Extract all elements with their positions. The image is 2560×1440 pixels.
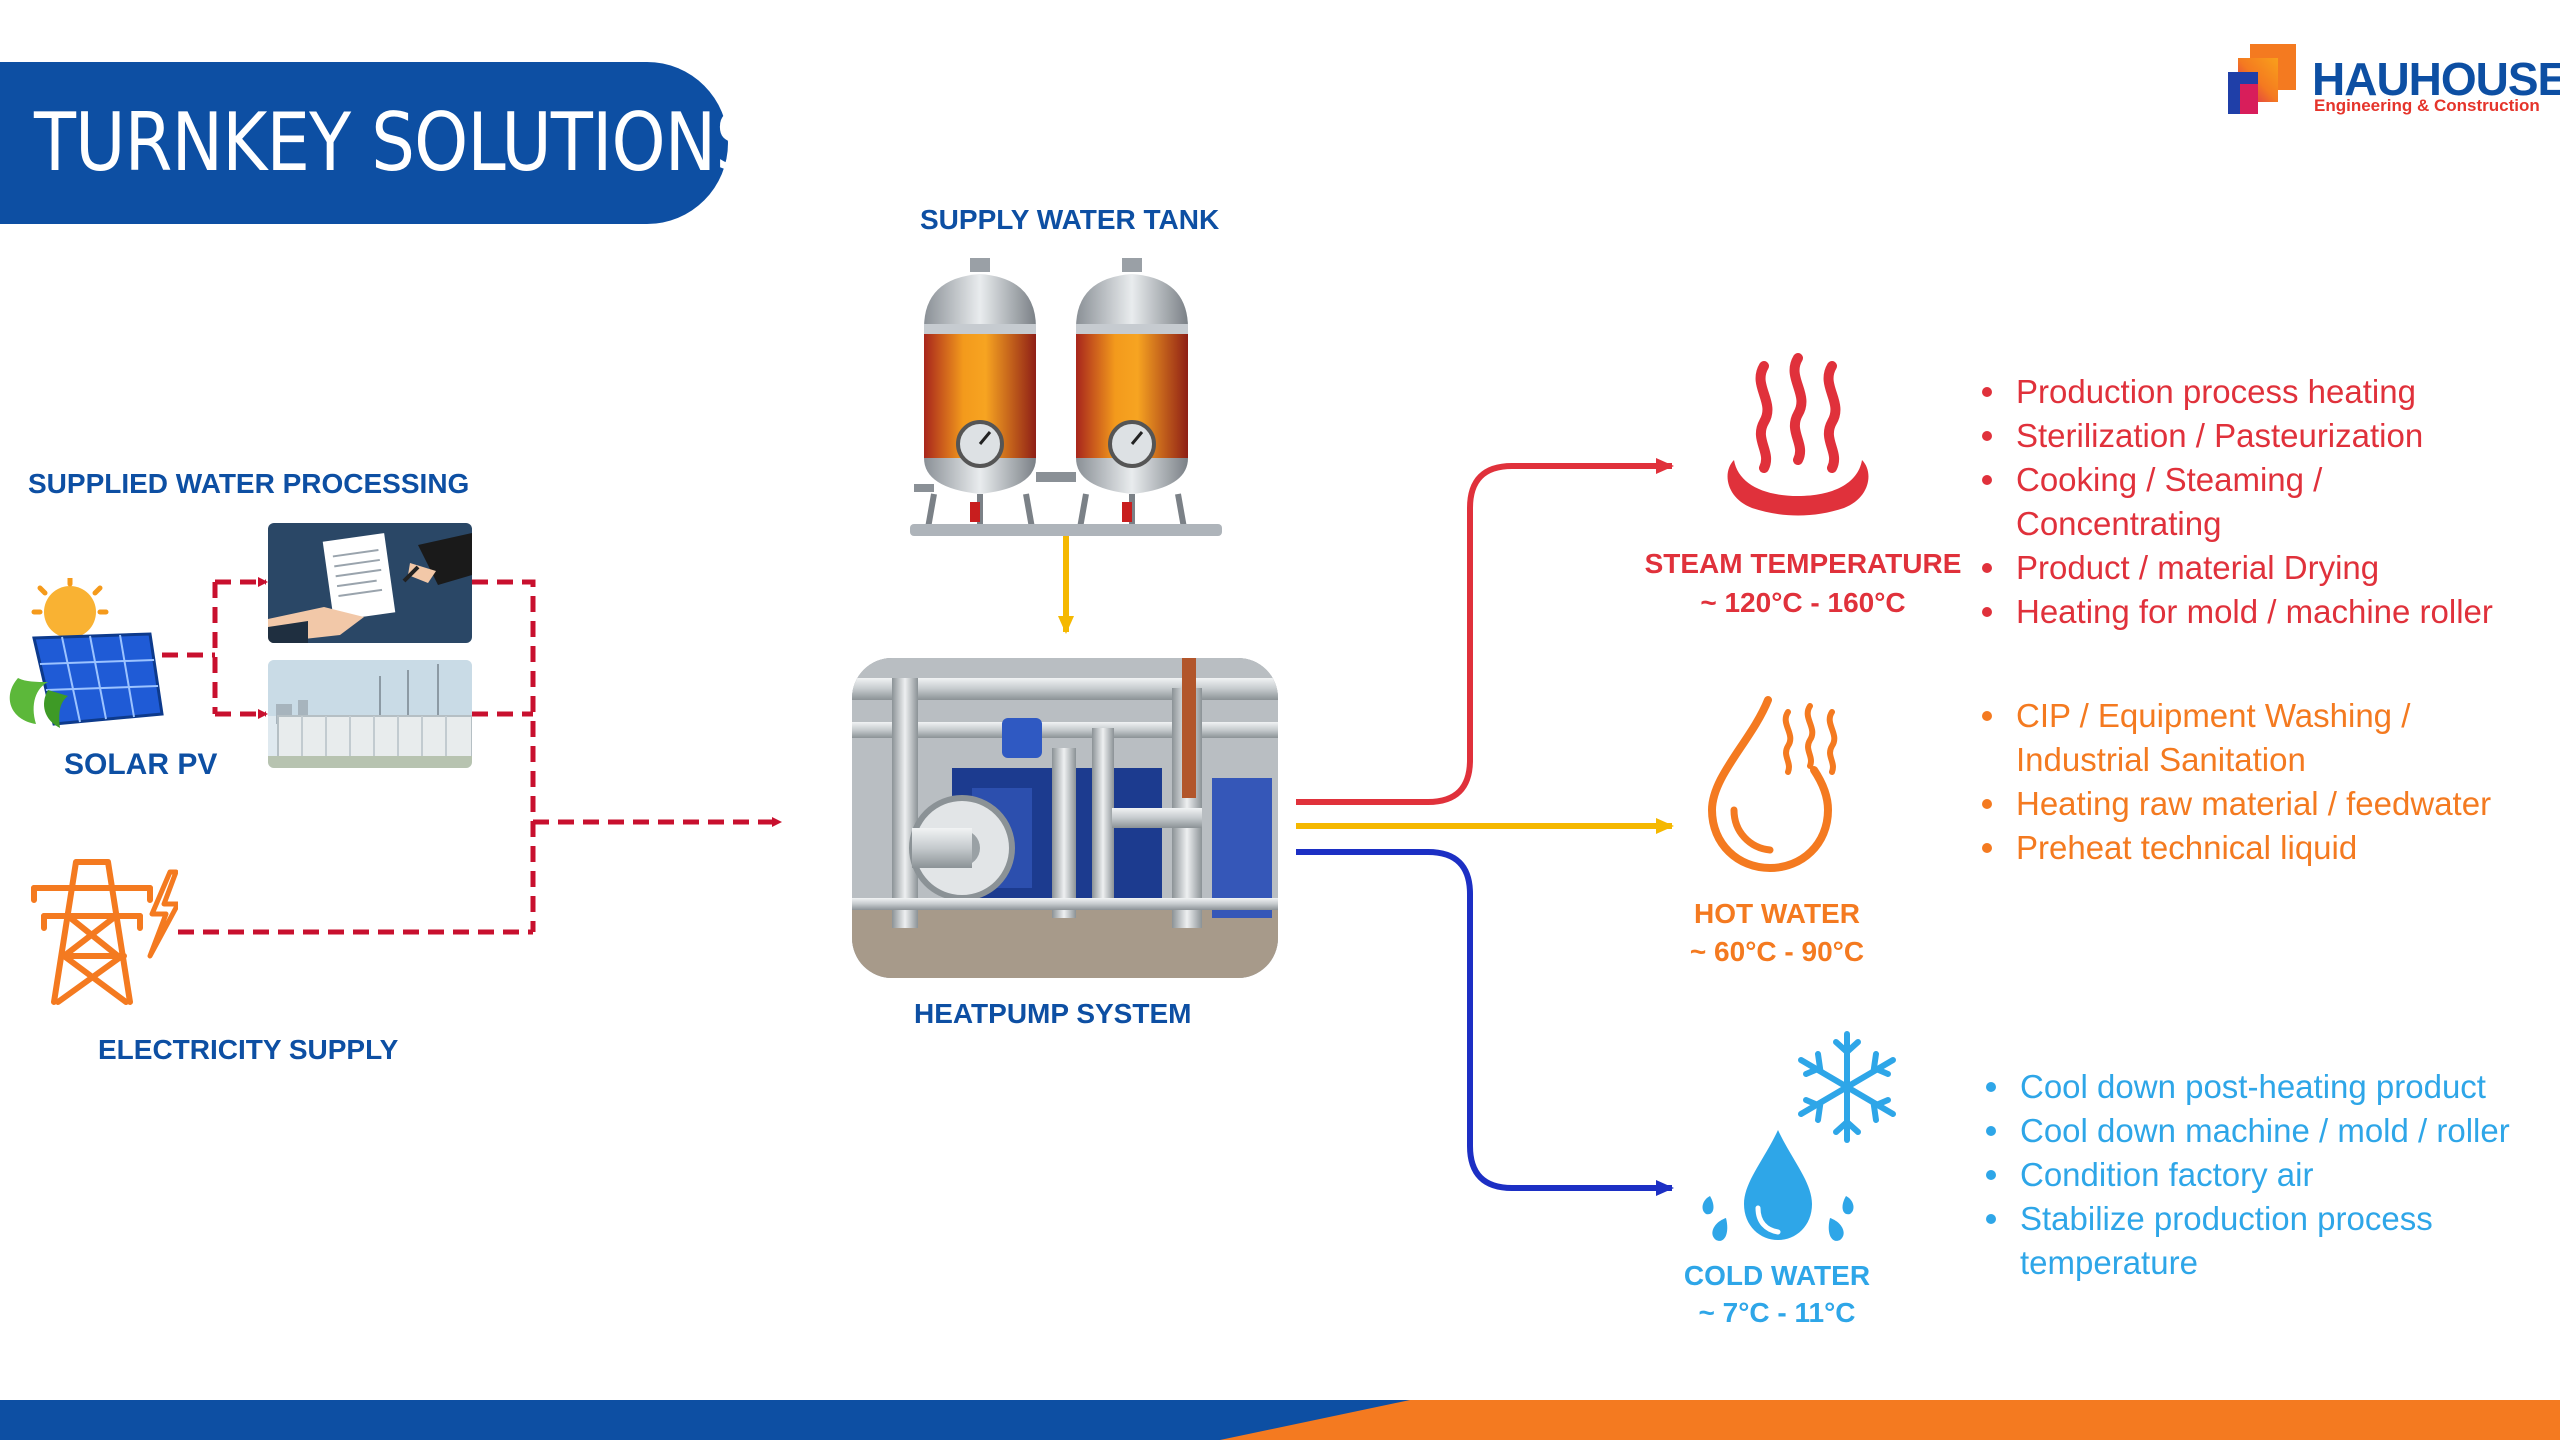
list-item: Stabilize production process	[1984, 1197, 2510, 1241]
water-tank-icon	[910, 258, 1222, 536]
cold-name: COLD WATER	[1683, 1260, 1871, 1291]
list-item: Industrial Sanitation	[2016, 741, 2306, 778]
battery-storage-icon	[268, 660, 472, 768]
hot-uses-list: CIP / Equipment Washing / Industrial San…	[1980, 694, 2491, 870]
list-item: CIP / Equipment Washing /	[1980, 694, 2491, 738]
cold-range: ~ 7°C - 11°C	[1698, 1297, 1856, 1328]
cold-water-drop-icon	[1702, 1130, 1854, 1241]
supplied-processing-label: SUPPLIED WATER PROCESSING	[28, 468, 470, 499]
electricity-label: ELECTRICITY SUPPLY	[98, 1034, 399, 1065]
list-item: Concentrating	[2016, 505, 2222, 542]
logo-mark-icon	[2228, 44, 2296, 114]
cold-uses-list: Cool down post-heating product Cool down…	[1984, 1065, 2510, 1285]
cold-water-line	[1296, 849, 1674, 1196]
lightning-icon	[147, 869, 178, 959]
power-tower-icon	[31, 859, 178, 1005]
solar-panel-icon	[9, 578, 164, 728]
list-item: Production process heating	[1980, 370, 2493, 414]
page-title: TURNKEY SOLUTIONS	[34, 96, 759, 189]
logo-tagline: Engineering & Construction	[2314, 96, 2540, 115]
solar-label: SOLAR PV	[64, 748, 218, 781]
steam-line	[1296, 458, 1674, 805]
snowflake-icon	[1798, 1031, 1896, 1143]
sun-icon	[31, 578, 109, 638]
heatpump-label: HEATPUMP SYSTEM	[914, 998, 1192, 1029]
logo-name: HAUHOUSE	[2312, 53, 2560, 105]
contract-handshake-icon	[268, 523, 472, 643]
list-item: Cool down post-heating product	[1984, 1065, 2510, 1109]
list-item: Product / material Drying	[1980, 546, 2493, 590]
hot-water-drop-icon	[1707, 696, 1838, 873]
hot-range: ~ 60°C - 90°C	[1689, 936, 1865, 967]
list-item: temperature	[2020, 1244, 2198, 1281]
steam-range: ~ 120°C - 160°C	[1700, 587, 1906, 618]
bottom-bar	[0, 1400, 2560, 1440]
list-item: Heating for mold / machine roller	[1980, 590, 2493, 634]
title-banner	[0, 62, 728, 224]
list-item: Sterilization / Pasteurization	[1980, 414, 2493, 458]
steam-icon	[1727, 353, 1869, 516]
supply-tank-label: SUPPLY WATER TANK	[920, 204, 1220, 235]
list-item: Cool down machine / mold / roller	[1984, 1109, 2510, 1153]
hot-name: HOT WATER	[1694, 898, 1860, 929]
steam-name: STEAM TEMPERATURE	[1644, 548, 1962, 579]
list-item: Cooking / Steaming /	[1980, 458, 2493, 502]
list-item: Preheat technical liquid	[1980, 826, 2491, 870]
steam-uses-list: Production process heating Sterilization…	[1980, 370, 2493, 634]
list-item: Condition factory air	[1984, 1153, 2510, 1197]
heatpump-photo	[852, 658, 1278, 978]
list-item: Heating raw material / feedwater	[1980, 782, 2491, 826]
